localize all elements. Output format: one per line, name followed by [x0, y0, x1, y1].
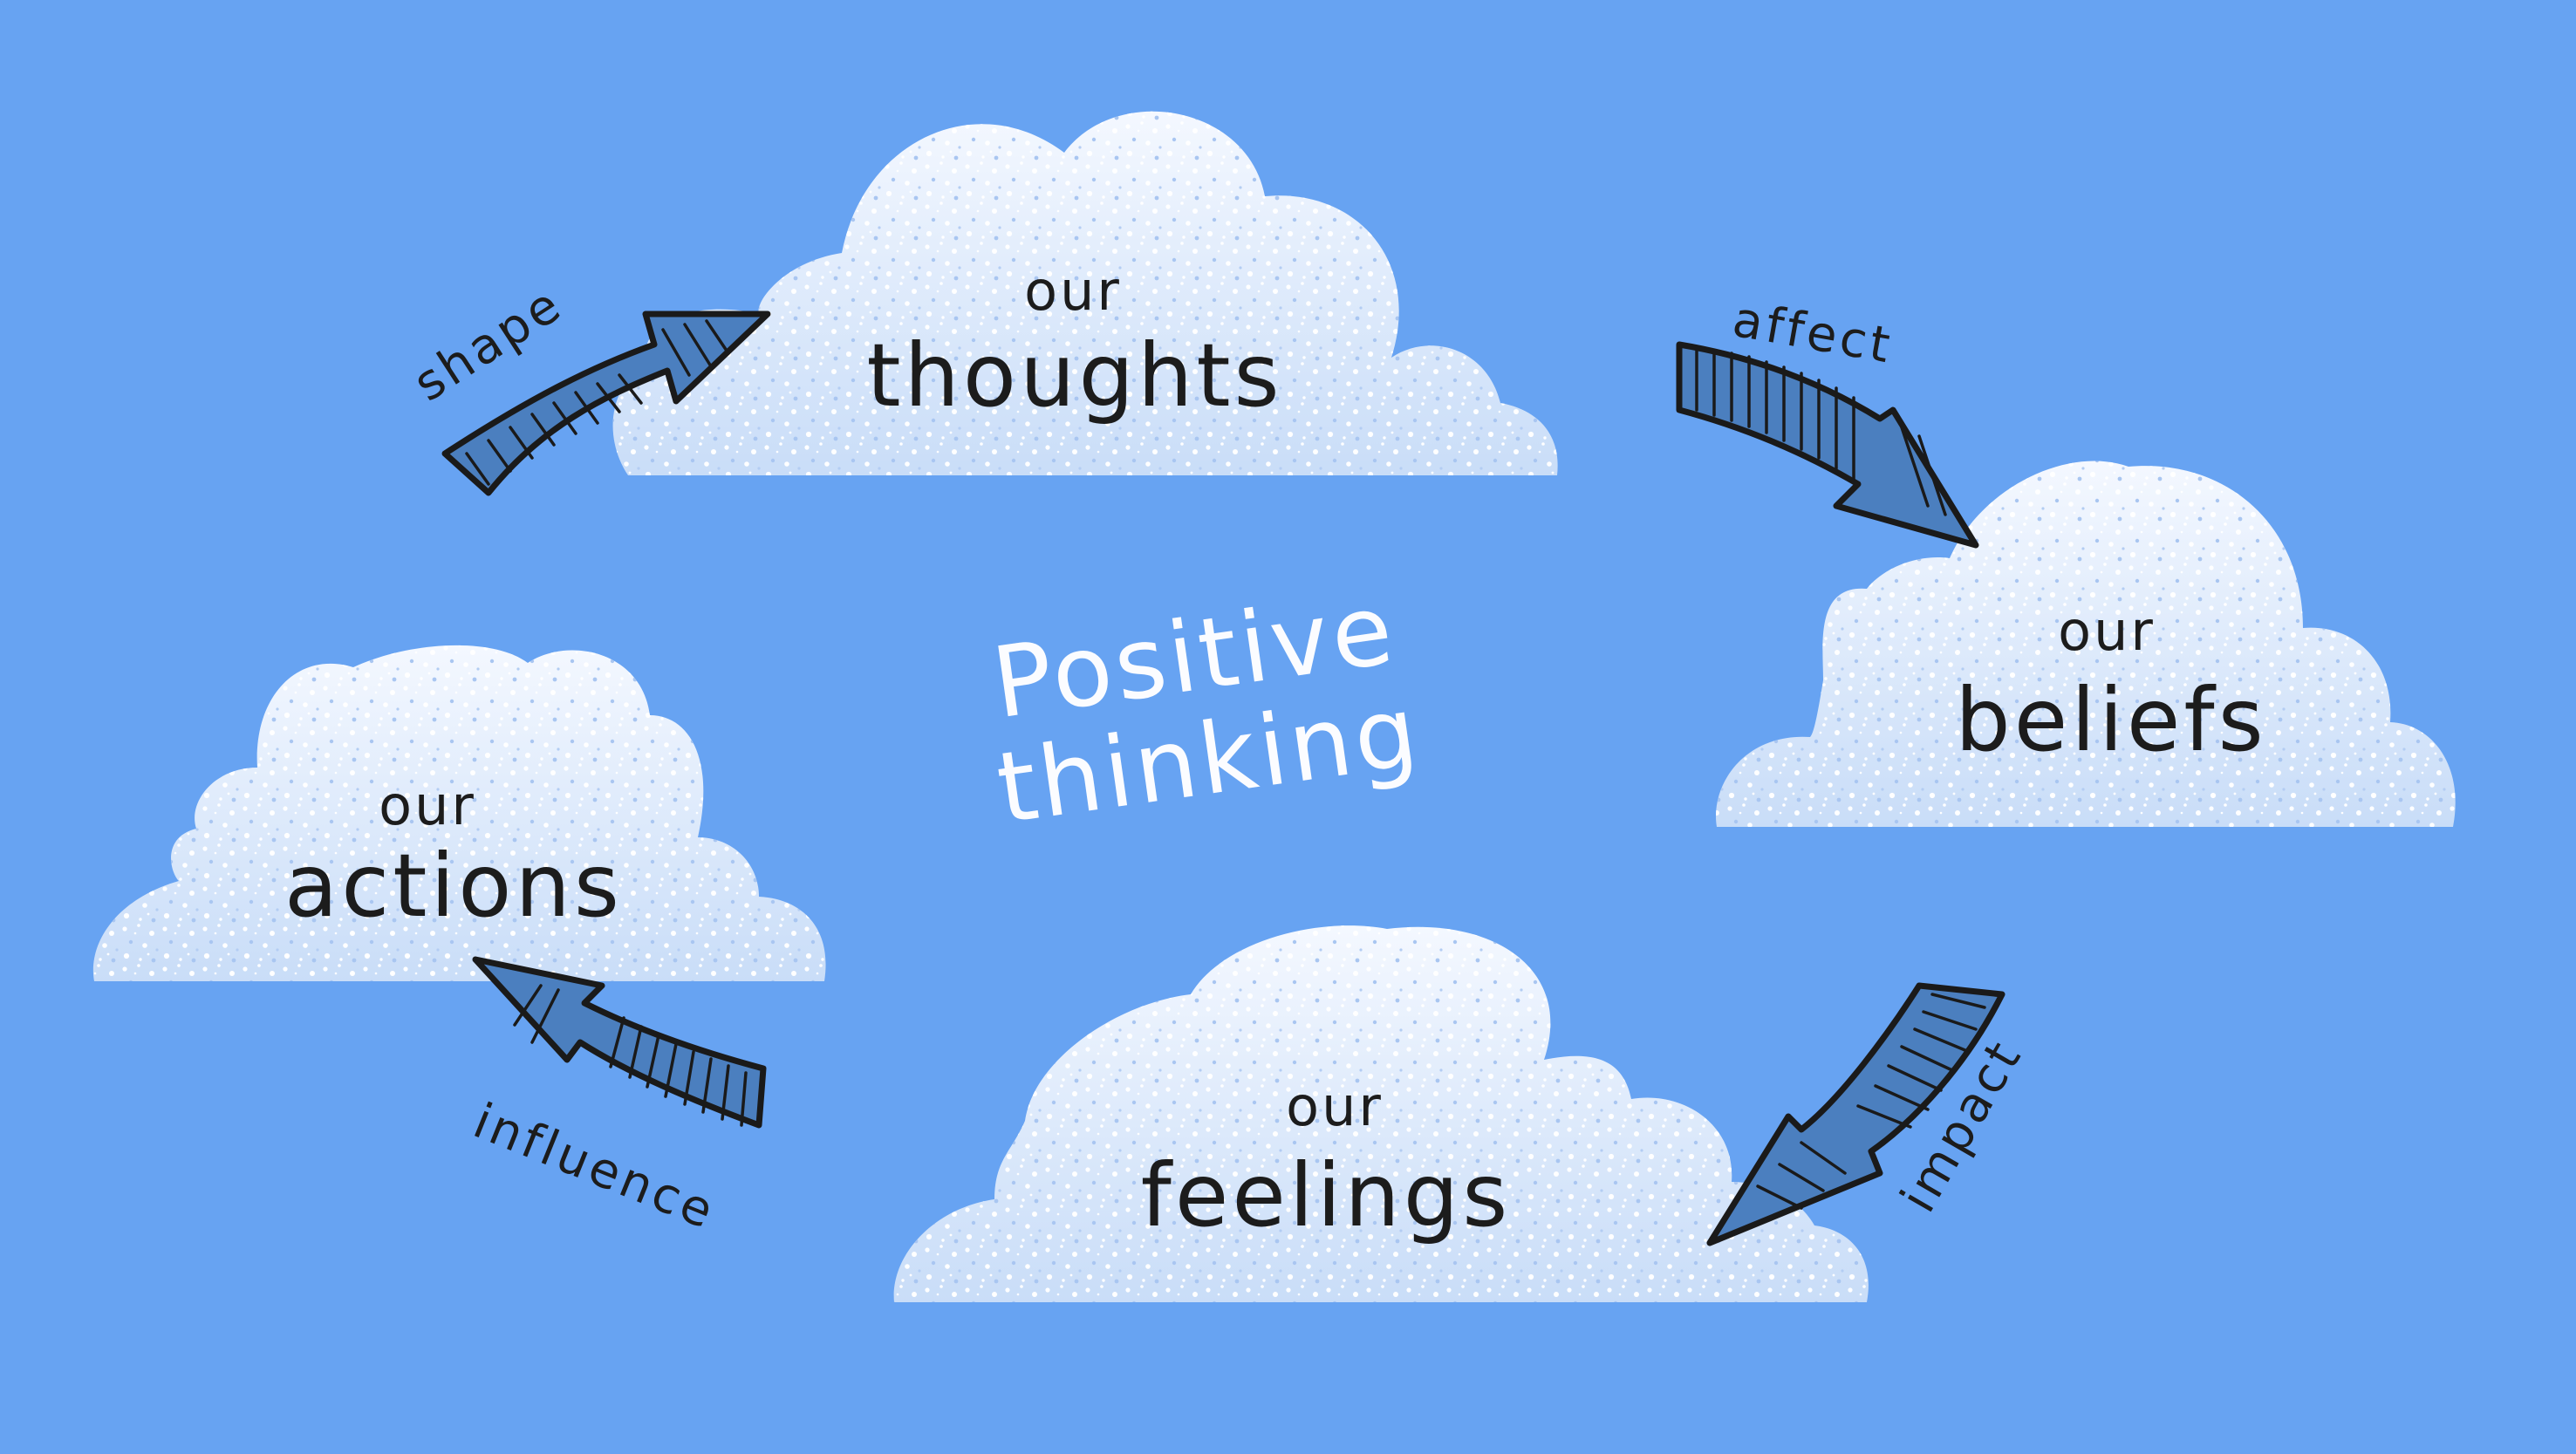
arrow-influence: influence: [466, 956, 767, 1241]
actions-our-label: our: [379, 774, 476, 837]
feelings-our-label: our: [1286, 1075, 1384, 1138]
feelings-label: feelings: [1141, 1144, 1512, 1246]
actions-label: actions: [284, 835, 623, 937]
arrow-affect: affect: [1676, 291, 1979, 549]
thoughts-label: thoughts: [866, 324, 1282, 427]
beliefs-our-label: our: [2058, 599, 2156, 663]
cloud-actions: our actions: [92, 645, 826, 981]
cloud-thoughts: our thoughts: [612, 111, 1558, 476]
influence-label: influence: [466, 1093, 724, 1241]
center-title: Positive thinking: [986, 572, 1427, 846]
beliefs-label: beliefs: [1955, 669, 2266, 771]
arrow-impact: impact: [1706, 982, 2033, 1246]
cloud-beliefs: our beliefs: [1715, 461, 2456, 827]
cloud-feelings: our feelings: [893, 925, 1869, 1302]
thoughts-our-label: our: [1024, 259, 1122, 323]
